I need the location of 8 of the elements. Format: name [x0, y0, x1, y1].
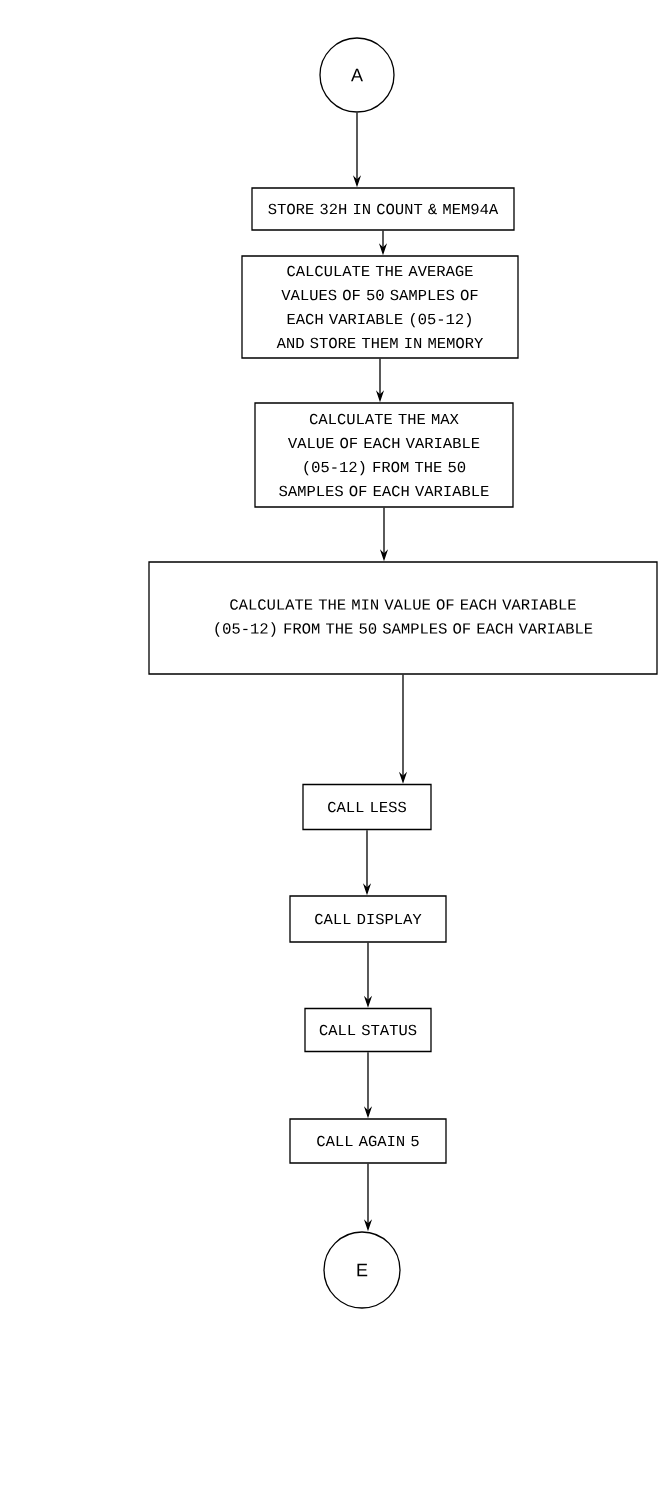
- process-box: STORE 32H IN COUNT & MEM94A: [251, 187, 515, 231]
- process-box: CALL LESS: [302, 783, 432, 831]
- process-box: CALCULATE THE AVERAGE VALUES OF 50 SAMPLES OF EACH VARIABLE (05-12) AND STORE THEM IN MEMORY: [241, 255, 519, 359]
- process-box: CALCULATE THE MAX VALUE OF EACH VARIABLE (05-12) FROM THE 50 SAMPLES OF EACH VARIABLE: [254, 402, 514, 508]
- process-box: CALCULATE THE MIN VALUE OF EACH VARIABLE (05-12) FROM THE 50 SAMPLES OF EACH VARIABLE: [148, 561, 658, 675]
- process-box: CALL AGAIN 5: [289, 1118, 447, 1164]
- process-box: CALL DISPLAY: [289, 895, 447, 943]
- process-box: CALL STATUS: [304, 1007, 432, 1053]
